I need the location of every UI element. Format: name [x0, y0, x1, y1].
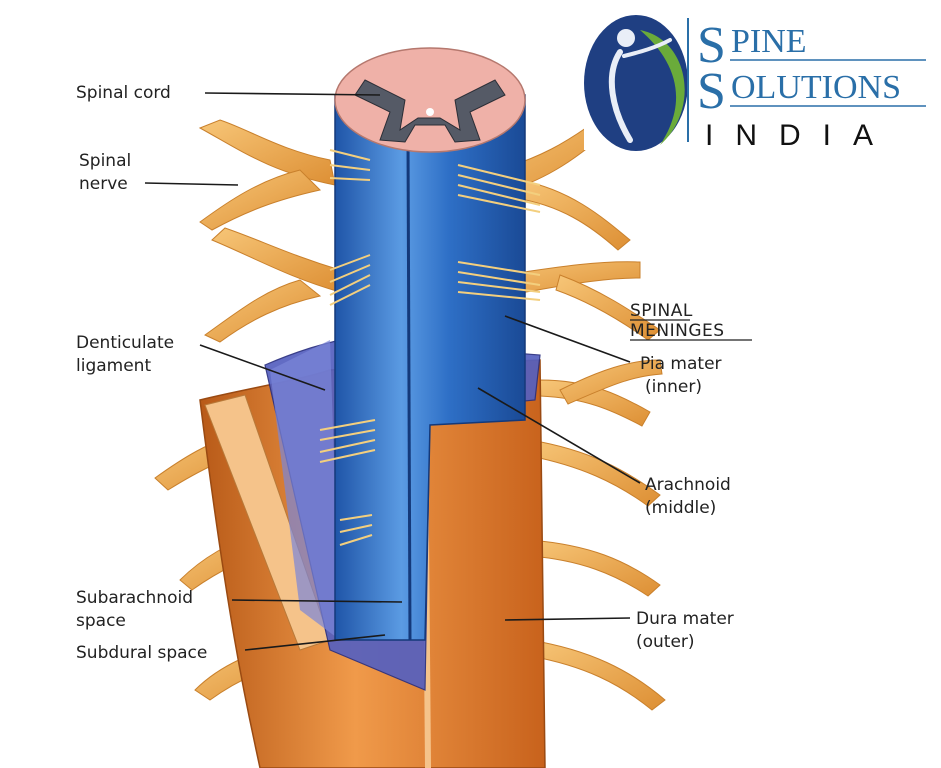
label-dura-line2: (outer) [636, 632, 695, 652]
spinal-cord-cross-section [334, 47, 526, 153]
nerve-right-1b [514, 179, 631, 251]
label-dura-line1: Dura mater [636, 609, 734, 629]
labels: Spinal cord Spinal nerve Denticulate lig… [76, 83, 752, 663]
logo-s1: S [697, 17, 726, 74]
logo-pine: PINE [731, 23, 807, 60]
nerve-left-1 [198, 119, 336, 186]
label-meninges-line2: MENINGES [630, 321, 725, 341]
pia-mater [319, 94, 541, 641]
leader-lines [144, 92, 641, 651]
label-subdural: Subdural space [76, 643, 207, 663]
logo-s2: S [697, 63, 726, 120]
nerve-left-2 [211, 227, 341, 293]
nerve-left-1b [199, 169, 321, 231]
nerve-right-5 [529, 539, 661, 597]
nerve-right-3b [559, 359, 663, 405]
label-spinal-cord: Spinal cord [76, 83, 171, 103]
nerve-right-6 [529, 639, 666, 711]
label-denticulate-line2: ligament [76, 356, 151, 376]
label-pia-line2: (inner) [645, 377, 702, 397]
label-spinal-nerve-line2: nerve [79, 174, 128, 194]
spine-solutions-logo: S PINE S OLUTIONS INDIA [584, 12, 936, 152]
label-denticulate-line1: Denticulate [76, 333, 174, 353]
nerve-right-4 [529, 439, 661, 507]
label-meninges-line1: SPINAL [630, 301, 693, 321]
spine-figure-icon [584, 15, 688, 151]
nerve-left-2b [204, 279, 322, 343]
label-arachnoid-line2: (middle) [645, 498, 716, 518]
label-spinal-nerve-line1: Spinal [79, 151, 131, 171]
label-arachnoid-line1: Arachnoid [645, 475, 731, 495]
logo-olutions: OLUTIONS [731, 69, 901, 106]
label-pia-line1: Pia mater [640, 354, 722, 374]
logo-india: INDIA [705, 119, 895, 152]
label-subarachnoid-line2: space [76, 611, 126, 631]
label-subarachnoid-line1: Subarachnoid [76, 588, 193, 608]
